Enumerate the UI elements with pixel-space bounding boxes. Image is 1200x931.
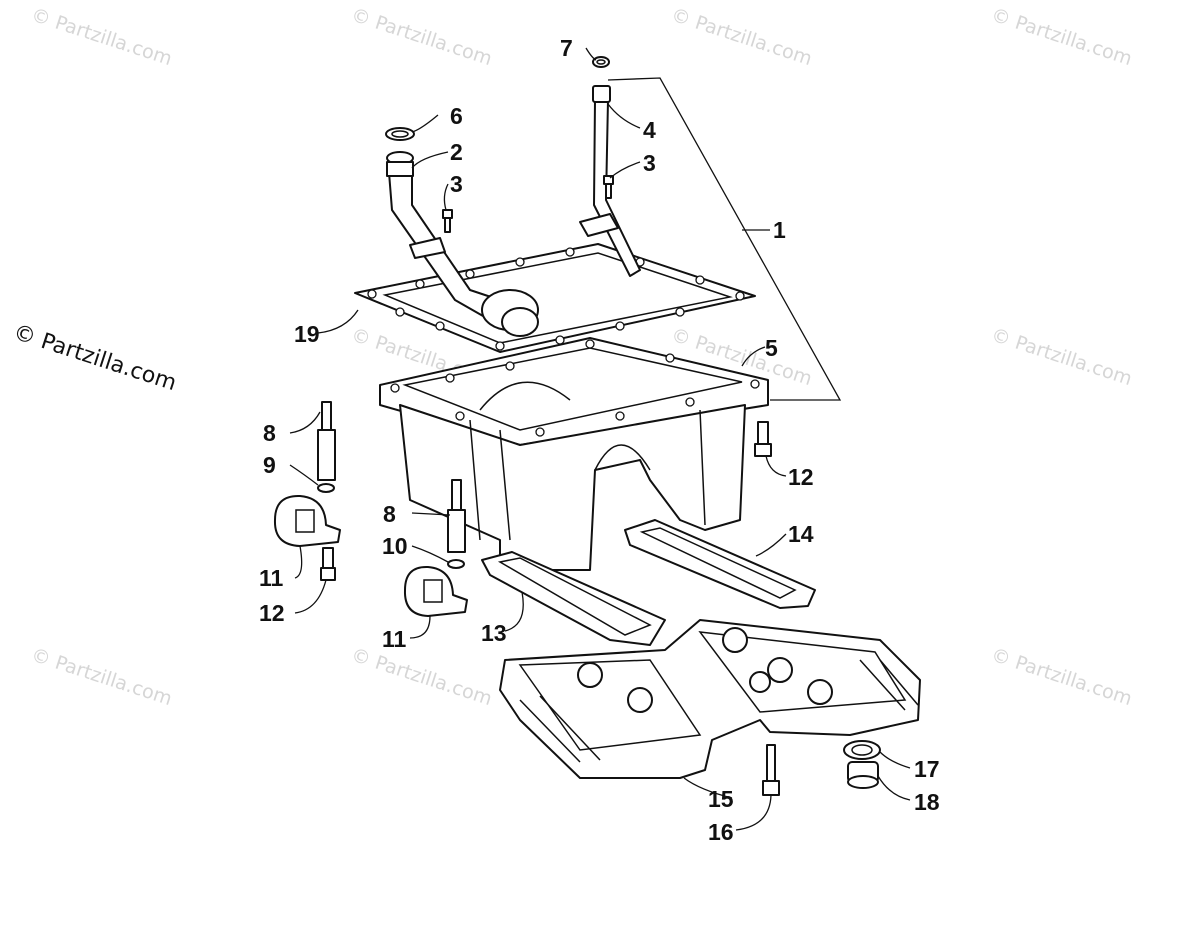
watermark: © Partzilla.com bbox=[988, 4, 1134, 70]
callout-8b: 8 bbox=[383, 501, 396, 527]
watermark: © Partzilla.com bbox=[348, 4, 494, 70]
callout-12b: 12 bbox=[788, 464, 814, 490]
watermark: © Partzilla.com bbox=[988, 324, 1134, 390]
oil-return-pipe-part bbox=[579, 85, 641, 277]
bolt-3b-part bbox=[603, 175, 614, 199]
upper-gasket-part bbox=[354, 243, 756, 353]
callout-3a: 3 bbox=[450, 171, 463, 197]
assembly-bracket bbox=[607, 77, 842, 401]
bolt-12b-part bbox=[754, 421, 772, 457]
callout-14: 14 bbox=[788, 521, 814, 547]
lower-cover-15-part bbox=[499, 619, 921, 779]
oil-pickup-pipe-part bbox=[386, 151, 539, 337]
washer-10-part bbox=[447, 559, 465, 569]
bolt-3a-part bbox=[442, 209, 453, 233]
callout-11b: 11 bbox=[382, 626, 407, 652]
stud-8a-part bbox=[317, 401, 336, 481]
o-ring-6-part bbox=[385, 127, 415, 141]
plug-18-part bbox=[847, 761, 879, 789]
callout-1: 1 bbox=[773, 217, 786, 243]
clamp-11a-part bbox=[273, 494, 341, 547]
callout-9: 9 bbox=[263, 452, 276, 478]
callout-11a: 11 bbox=[259, 565, 284, 591]
leader-lines bbox=[289, 47, 911, 831]
clamp-11b-part bbox=[403, 565, 468, 617]
watermark: © Partzilla.com bbox=[988, 644, 1134, 710]
washer-9-part bbox=[317, 483, 335, 493]
bolt-12a-part bbox=[320, 547, 336, 581]
callout-12a: 12 bbox=[259, 600, 285, 626]
callout-10: 10 bbox=[382, 533, 408, 559]
callout-18: 18 bbox=[914, 789, 940, 815]
callout-labels: 1 2 3 3 4 5 6 7 8 8 9 10 11 11 12 12 13 … bbox=[259, 35, 940, 845]
callout-3b: 3 bbox=[643, 150, 656, 176]
watermark: © Partzilla.com bbox=[668, 4, 814, 70]
lower-gasket-13-part bbox=[481, 551, 666, 646]
drain-bolt-16-part bbox=[762, 744, 780, 796]
oil-pan-part bbox=[379, 337, 769, 571]
seal-17-part bbox=[843, 740, 881, 760]
callout-2: 2 bbox=[450, 139, 463, 165]
watermark: © Partzilla.com bbox=[28, 4, 174, 70]
callout-7: 7 bbox=[560, 35, 573, 61]
callout-6: 6 bbox=[450, 103, 463, 129]
callout-19: 19 bbox=[294, 321, 320, 347]
callout-5: 5 bbox=[765, 335, 778, 361]
callout-16: 16 bbox=[708, 819, 734, 845]
lower-gasket-14-part bbox=[624, 519, 816, 609]
watermark-main: © Partzilla.com bbox=[10, 320, 179, 396]
stud-8b-part bbox=[447, 479, 466, 553]
callout-15: 15 bbox=[708, 786, 734, 812]
watermark: © Partzilla.com bbox=[28, 644, 174, 710]
watermark: © Partzilla.com bbox=[348, 644, 494, 710]
callout-17: 17 bbox=[914, 756, 940, 782]
callout-4: 4 bbox=[643, 117, 656, 143]
callout-8a: 8 bbox=[263, 420, 276, 446]
o-ring-7-part bbox=[592, 56, 610, 68]
callout-13: 13 bbox=[481, 620, 507, 646]
